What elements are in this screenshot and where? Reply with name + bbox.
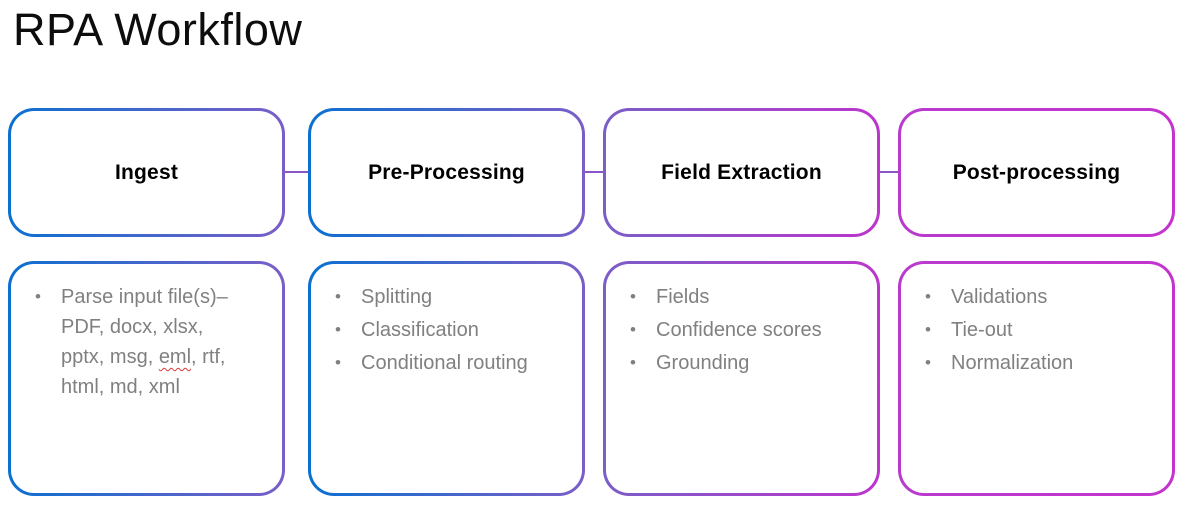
fieldextraction-item: Grounding [656, 352, 750, 374]
list-item: • Tie-out [925, 315, 1156, 345]
stage-box-ingest-body: Ingest [11, 111, 282, 234]
bullet-dot: • [35, 287, 41, 306]
detail-box-postprocessing-body: • Validations • Tie-out • Normalization [901, 264, 1172, 493]
stage-box-preprocessing-body: Pre-Processing [311, 111, 582, 234]
slide-title: RPA Workflow [13, 4, 303, 55]
misspelled-word: eml [158, 346, 192, 368]
ingest-bullet-line-2: PDF, docx, xlsx, [61, 316, 204, 338]
postprocessing-item: Normalization [951, 352, 1074, 374]
bullet-dot: • [925, 353, 931, 372]
preprocessing-item: Classification [361, 319, 479, 341]
detail-box-fieldextraction: • Fields • Confidence scores • Grounding [603, 261, 880, 496]
list-item: • Classification [335, 315, 566, 345]
list-item: • Splitting [335, 282, 566, 312]
stage-box-fieldextraction-body: Field Extraction [606, 111, 877, 234]
stage-box-ingest: Ingest [8, 108, 285, 237]
stage-box-postprocessing-body: Post-processing [901, 111, 1172, 234]
detail-box-ingest-body: • Parse input file(s)– PDF, docx, xlsx, … [11, 264, 282, 493]
fieldextraction-item: Confidence scores [656, 319, 822, 341]
bullet-dot: • [335, 353, 341, 372]
ingest-bullet-line-3-post: , rtf, [191, 346, 226, 368]
fieldextraction-item: Fields [656, 286, 710, 308]
list-item: • Fields [630, 282, 861, 312]
stage-label-fieldextraction: Field Extraction [661, 160, 822, 184]
connector-ingest-preprocessing [285, 171, 308, 173]
stage-box-fieldextraction: Field Extraction [603, 108, 880, 237]
connector-fieldextraction-postprocessing [880, 171, 898, 173]
detail-box-fieldextraction-body: • Fields • Confidence scores • Grounding [606, 264, 877, 493]
bullet-dot: • [335, 320, 341, 339]
preprocessing-item: Conditional routing [361, 352, 528, 374]
ingest-bullet-line-3-pre: pptx, msg, [61, 346, 159, 368]
stage-label-ingest: Ingest [114, 160, 179, 184]
bullet-dot: • [630, 353, 636, 372]
stage-label-postprocessing: Post-processing [952, 160, 1121, 184]
list-item: • Grounding [630, 348, 861, 378]
bullet-dot: • [630, 287, 636, 306]
list-item: • Normalization [925, 348, 1156, 378]
bullet-dot: • [925, 287, 931, 306]
postprocessing-item: Validations [951, 286, 1048, 308]
stage-box-postprocessing: Post-processing [898, 108, 1175, 237]
ingest-bullet-text: Parse input file(s)– PDF, docx, xlsx, pp… [61, 282, 228, 402]
preprocessing-item: Splitting [361, 286, 433, 308]
detail-box-postprocessing: • Validations • Tie-out • Normalization [898, 261, 1175, 496]
ingest-bullet-line-1: Parse input file(s)– [61, 286, 228, 308]
bullet-dot: • [630, 320, 636, 339]
bullet-dot: • [335, 287, 341, 306]
list-item: • Validations [925, 282, 1156, 312]
connector-preprocessing-fieldextraction [585, 171, 603, 173]
list-item: • Conditional routing [335, 348, 566, 378]
stage-box-preprocessing: Pre-Processing [308, 108, 585, 237]
ingest-bullet-line-4: html, md, xml [61, 376, 180, 398]
detail-box-preprocessing: • Splitting • Classification • Condition… [308, 261, 585, 496]
stage-label-preprocessing: Pre-Processing [368, 160, 525, 184]
ingest-bullet-line-3: pptx, msg, eml, rtf, [61, 342, 228, 372]
list-item: • Confidence scores [630, 315, 861, 345]
postprocessing-item: Tie-out [951, 319, 1013, 341]
detail-box-preprocessing-body: • Splitting • Classification • Condition… [311, 264, 582, 493]
detail-box-ingest: • Parse input file(s)– PDF, docx, xlsx, … [8, 261, 285, 496]
list-item: • Parse input file(s)– PDF, docx, xlsx, … [35, 282, 266, 402]
bullet-dot: • [925, 320, 931, 339]
